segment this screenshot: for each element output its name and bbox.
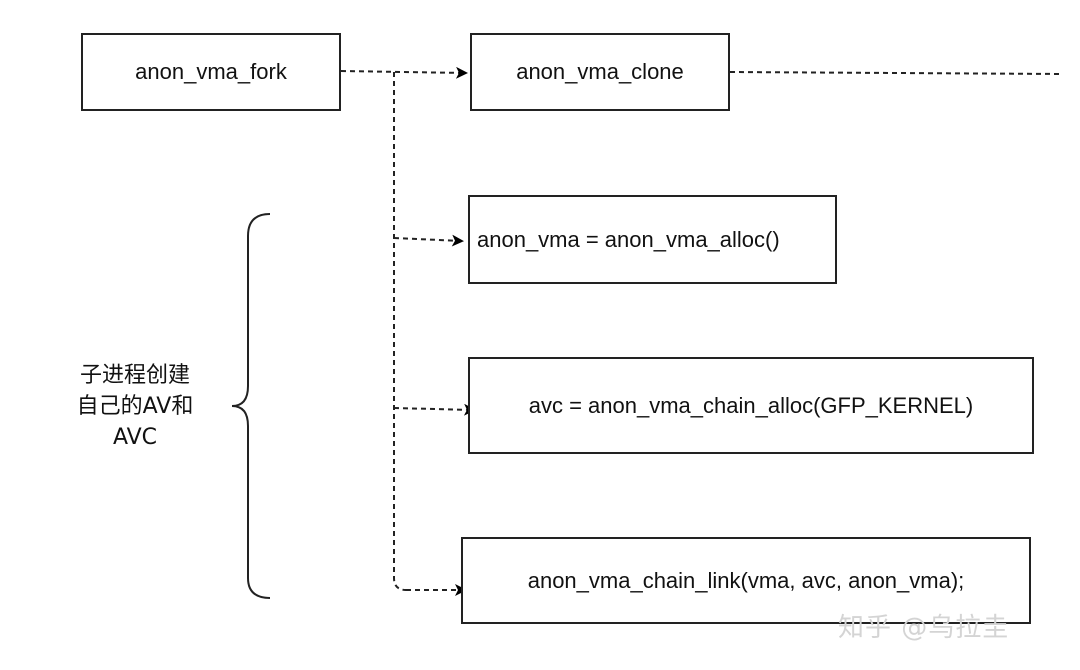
watermark: 知乎 @乌拉圭 [838, 613, 1010, 643]
brace-label-line-1: 子进程创建 [79, 363, 190, 388]
node-anon-vma-alloc: anon_vma = anon_vma_alloc() [468, 195, 837, 284]
brace-label: 子进程创建 自己的AV和 AVC [40, 360, 230, 453]
brace-label-line-2: 自己的AV和 [76, 394, 194, 419]
node-anon-vma-clone: anon_vma_clone [470, 33, 730, 111]
curly-brace [231, 213, 271, 599]
brace-label-line-3: AVC [112, 425, 158, 450]
arrow-fork-to-clone [340, 66, 468, 79]
node-anon-vma-chain-alloc: avc = anon_vma_chain_alloc(GFP_KERNEL) [468, 357, 1034, 454]
arrow-to-alloc [393, 234, 464, 247]
arrow-to-chain-alloc [393, 403, 476, 416]
node-anon-vma-fork: anon_vma_fork [81, 33, 341, 111]
node-anon-vma-chain-link: anon_vma_chain_link(vma, avc, anon_vma); [461, 537, 1031, 624]
dashed-trunk-line [393, 72, 407, 591]
dashed-line-clone-continuation [729, 71, 1063, 75]
